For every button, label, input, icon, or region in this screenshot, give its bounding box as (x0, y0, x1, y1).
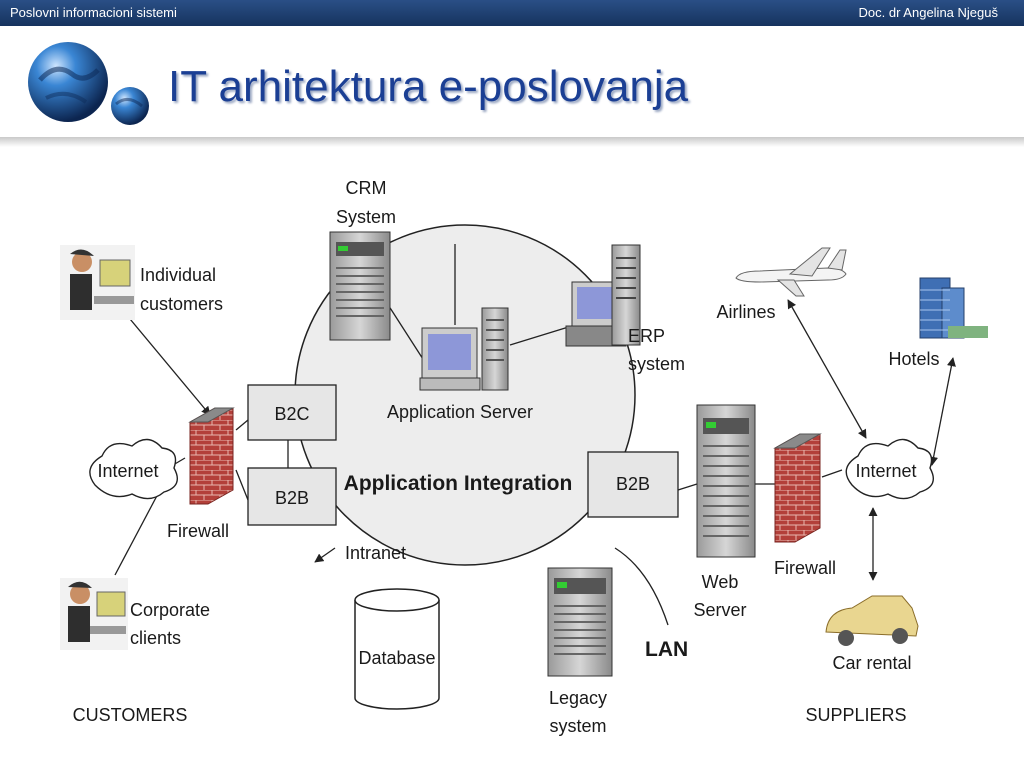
corporate-label-line2: clients (130, 628, 181, 648)
connection-lines (114, 244, 843, 626)
application-server-label: Application Server (387, 402, 533, 422)
legacy-label-line1: Legacy (549, 688, 607, 708)
application-server-icon (419, 307, 509, 391)
legacy-server-icon (547, 567, 613, 677)
lan-label: LAN (645, 638, 688, 661)
intranet-label: Intranet (345, 543, 406, 563)
suppliers-heading: SUPPLIERS (805, 705, 906, 725)
architecture-diagram: Application Integration B2C B2B B2B (60, 178, 988, 736)
web-server-label-line2: Server (693, 600, 746, 620)
erp-system-icon (565, 244, 641, 347)
crm-label-line1: CRM (346, 178, 387, 198)
customers-heading: CUSTOMERS (73, 705, 188, 725)
b2b-box-left: B2B (247, 467, 337, 526)
web-server-icon (696, 404, 756, 558)
internet-cloud-right-icon (845, 438, 934, 500)
internet-cloud-left-icon (89, 438, 178, 500)
firewall-right-label: Firewall (774, 558, 836, 578)
author-name: Doc. dr Angelina Njeguš (858, 5, 998, 20)
web-server-label-line1: Web (702, 572, 739, 592)
svg-text:B2C: B2C (274, 404, 309, 424)
car-icon (825, 595, 919, 646)
individual-label-line2: customers (140, 294, 223, 314)
globe-logo-icon (28, 42, 149, 125)
erp-label-line1: ERP (628, 326, 665, 346)
database-icon (354, 588, 440, 710)
firewall-right-icon (773, 433, 822, 543)
firewall-left-icon (188, 407, 235, 505)
svg-text:B2B: B2B (275, 488, 309, 508)
hotels-label: Hotels (888, 349, 939, 369)
airplane-icon (735, 247, 847, 297)
corporate-label-line1: Corporate (130, 600, 210, 620)
title-divider (0, 137, 1024, 147)
individual-label-line1: Individual (140, 265, 216, 285)
corporate-client-icon (60, 578, 128, 650)
svg-text:B2B: B2B (616, 474, 650, 494)
car-rental-label: Car rental (832, 653, 911, 673)
b2b-box-right: B2B (587, 451, 679, 518)
b2c-box: B2C (247, 384, 337, 441)
header-bar: Poslovni informacioni sistemi Doc. dr An… (0, 0, 1024, 26)
legacy-label-line2: system (549, 716, 606, 736)
application-integration-label: Application Integration (344, 472, 573, 495)
individual-customer-icon (60, 245, 135, 320)
course-name: Poslovni informacioni sistemi (10, 5, 177, 20)
crm-label-line2: System (336, 207, 396, 227)
firewall-left-label: Firewall (167, 521, 229, 541)
database-label: Database (358, 648, 435, 668)
crm-server-icon (329, 231, 391, 341)
slide-title: IT arhitektura e-poslovanja (168, 62, 689, 111)
internet-right-label: Internet (855, 461, 916, 481)
airlines-label: Airlines (716, 302, 775, 322)
erp-label-line2: system (628, 354, 685, 374)
internet-left-label: Internet (97, 461, 158, 481)
hotel-building-icon (919, 277, 988, 339)
